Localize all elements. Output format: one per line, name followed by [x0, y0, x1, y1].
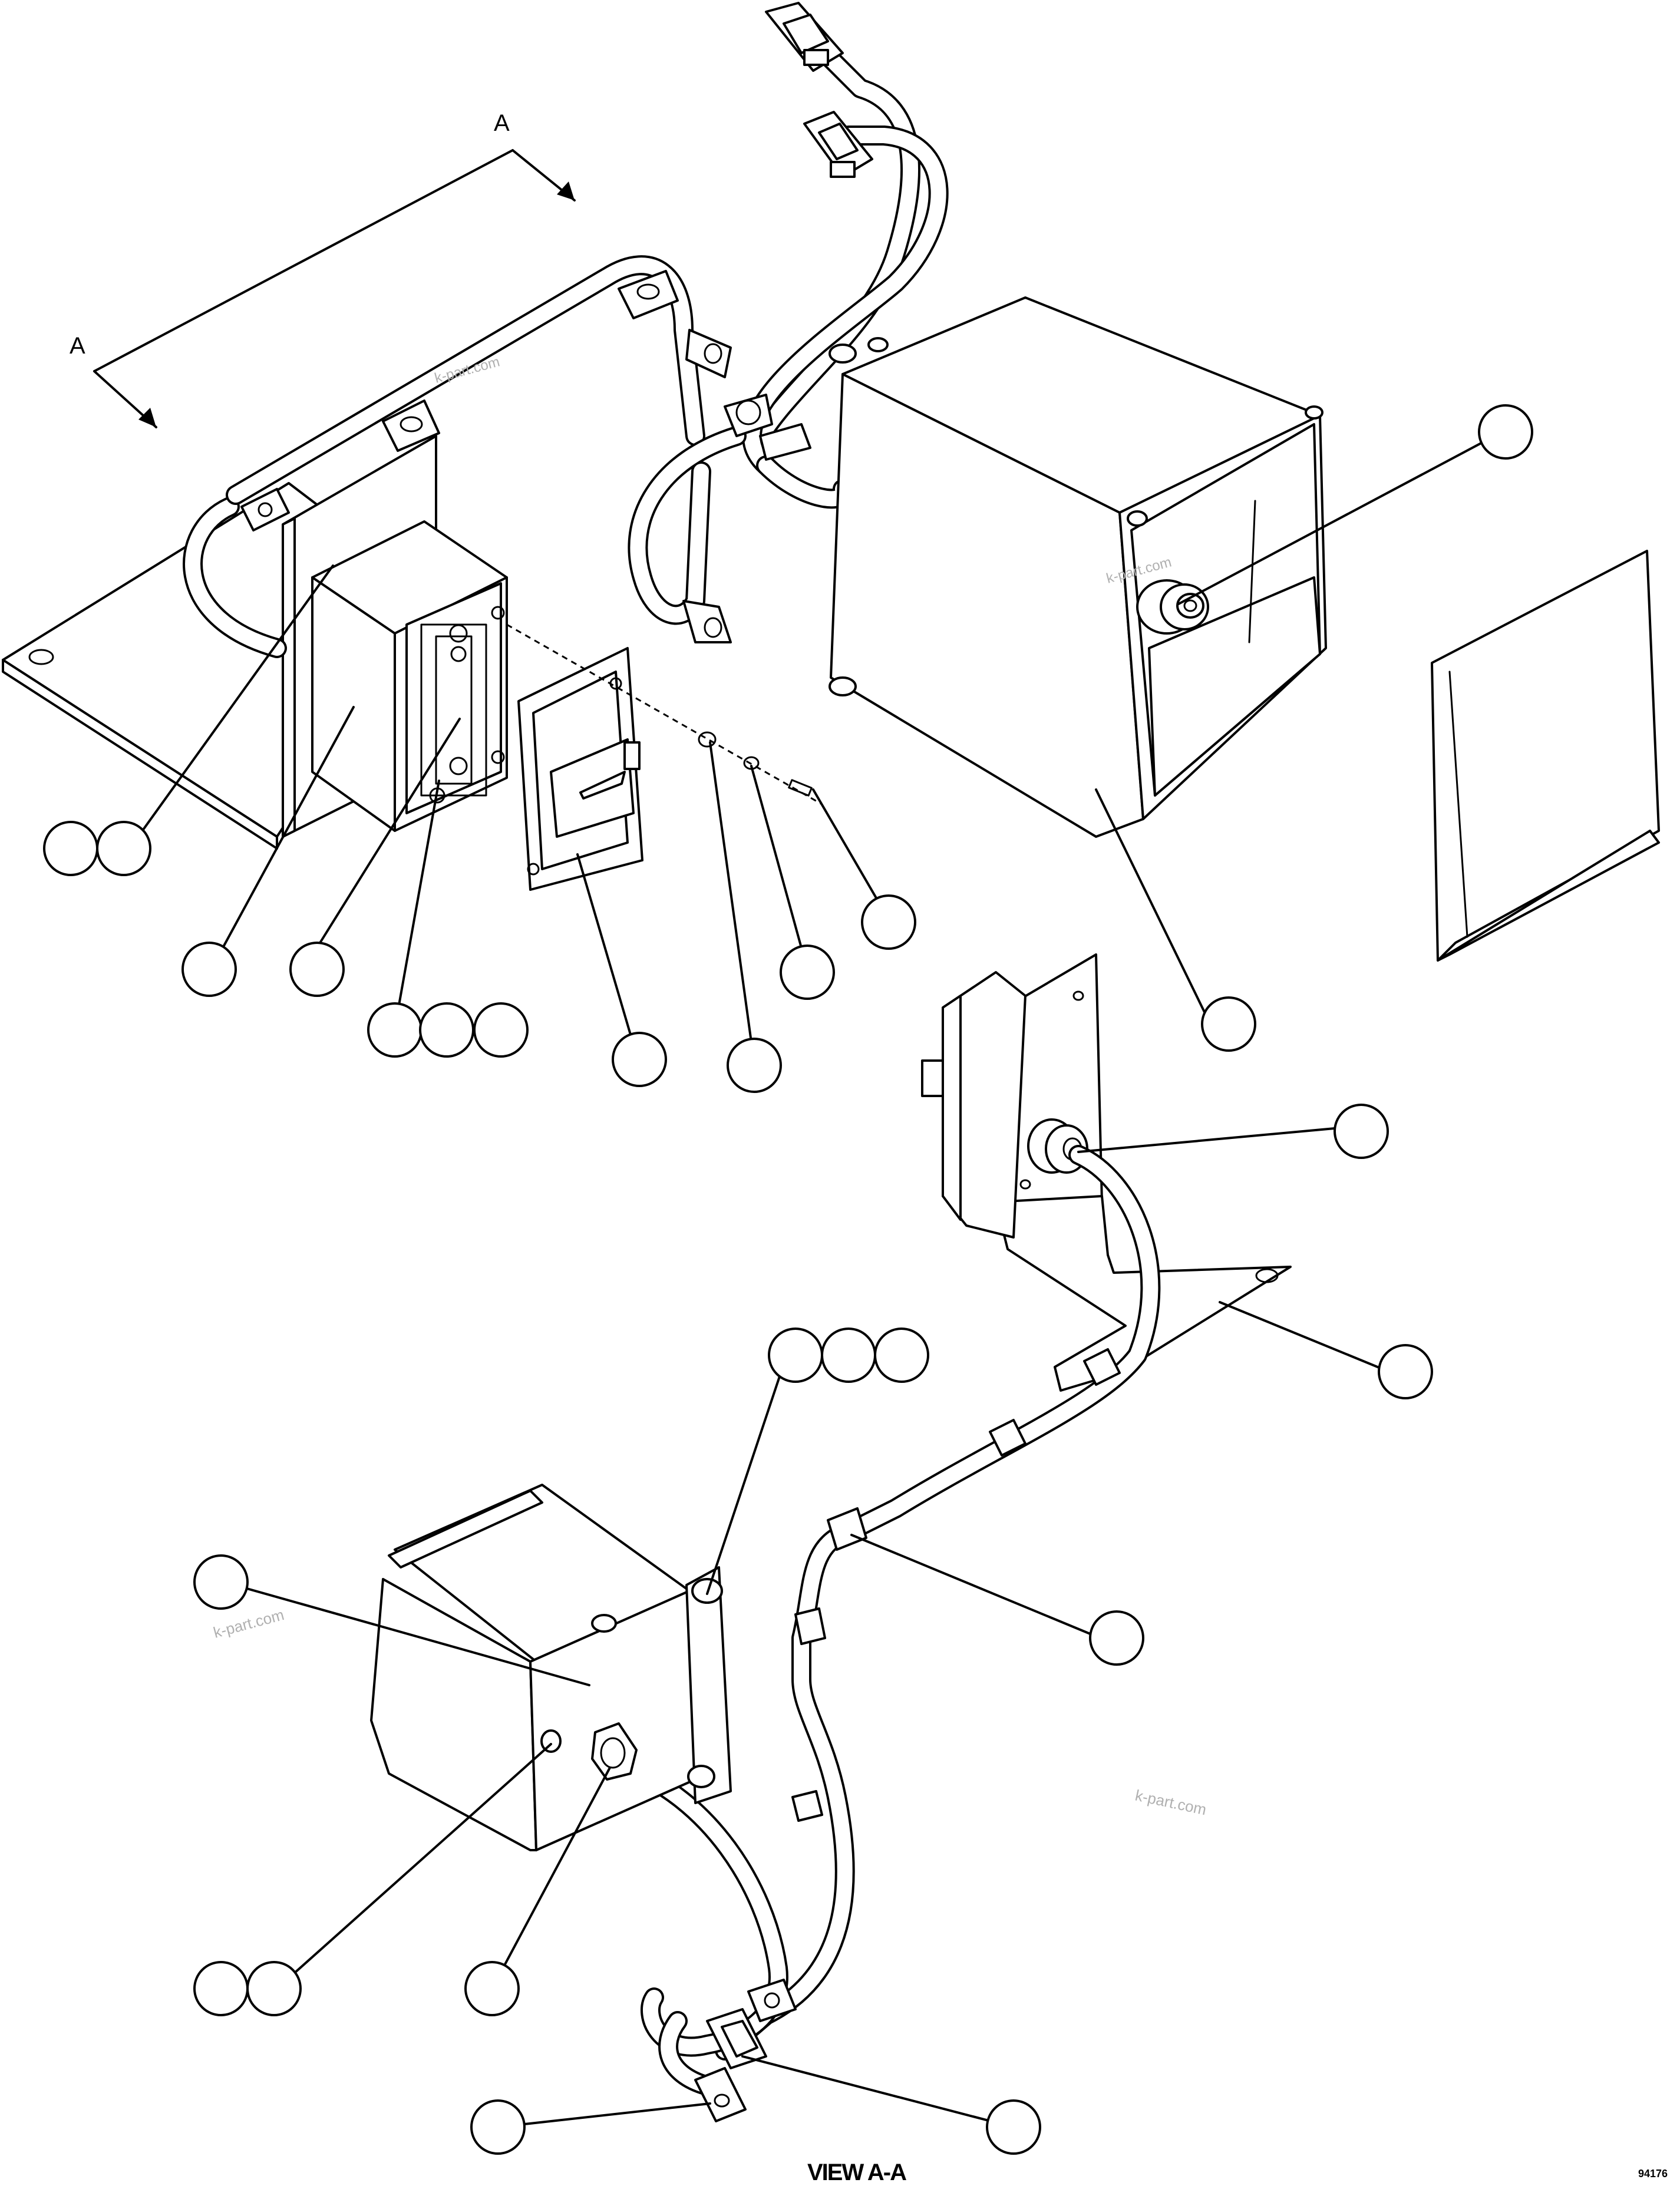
battery-box-receptacle	[1136, 579, 1209, 635]
balloon	[473, 1002, 529, 1058]
balloon	[1089, 1610, 1144, 1666]
harness-connector-top-1	[765, 2, 844, 72]
callout-balloons	[43, 404, 1533, 2155]
switch-terminal-block	[405, 582, 505, 814]
leader-lines	[128, 429, 1507, 2128]
balloon	[1334, 1104, 1389, 1159]
section-marker-left: A	[70, 333, 85, 359]
balloon	[986, 2099, 1041, 2155]
cable-lugs	[240, 270, 811, 643]
balloon	[193, 1961, 249, 2016]
watermark-3: k-part.com	[212, 1606, 286, 1642]
harness-connector-bottom-2	[694, 2067, 747, 2122]
view-a-a-battery-box	[370, 1484, 732, 1851]
view-a-a-cable-gland	[591, 1722, 638, 1781]
balloon	[193, 1554, 249, 1610]
balloon	[874, 1328, 929, 1383]
watermark-4: k-part.com	[1134, 1787, 1208, 1819]
balloon	[464, 1961, 520, 2016]
switch-cover-plate	[517, 647, 643, 891]
balloon	[470, 2099, 526, 2155]
balloon	[96, 821, 151, 876]
balloon	[768, 1328, 823, 1383]
section-marker-top: A	[494, 110, 510, 136]
balloon	[821, 1328, 876, 1383]
balloon	[861, 894, 916, 950]
balloon	[780, 945, 835, 1000]
balloon	[181, 942, 237, 997]
balloon	[367, 1002, 423, 1058]
balloon	[43, 821, 98, 876]
balloon	[419, 1002, 474, 1058]
balloon	[1378, 1344, 1433, 1399]
balloon	[246, 1961, 302, 2016]
harness-connector-top-2	[803, 111, 873, 178]
battery-box-lid	[1431, 550, 1660, 962]
harness-clips	[747, 1348, 1121, 2022]
balloon	[1478, 404, 1533, 460]
lower-cable-harness	[615, 1145, 1161, 2096]
battery-box	[829, 296, 1327, 838]
receptacle-housing	[921, 971, 1027, 1239]
harness-connector-bottom-1	[706, 2008, 767, 2069]
balloon	[1201, 996, 1256, 1052]
section-line-a-a	[93, 149, 576, 428]
view-label: VIEW A-A	[807, 2159, 906, 2185]
balloon	[289, 942, 345, 997]
fastener-axis	[506, 623, 823, 805]
balloon	[612, 1032, 667, 1087]
drawing-number: 94176	[1638, 2168, 1668, 2180]
balloon	[727, 1038, 782, 1093]
